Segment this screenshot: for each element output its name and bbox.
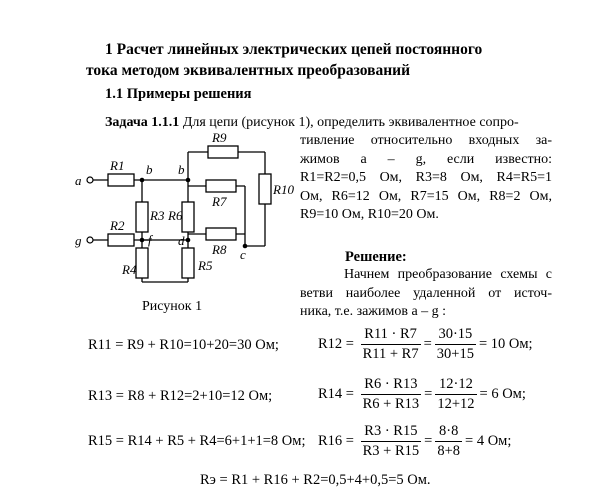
node-d — [185, 237, 191, 243]
task-text-first: Для цепи (рисунок 1), определить эквивал… — [182, 115, 519, 130]
formula-r12-numeric-fraction: 30·15 30+15 — [434, 326, 476, 363]
formula-r12-symbolic-fraction: R11 · R7 R11 + R7 — [360, 326, 421, 363]
label-R8: R8 — [211, 242, 227, 257]
formula-r14-symbolic-fraction: R6 · R13 R6 + R13 — [360, 376, 422, 413]
formula-r14-result: = 6 Ом; — [479, 385, 526, 402]
label-d: d — [178, 233, 185, 248]
label-R5: R5 — [197, 258, 213, 273]
label-g: g — [75, 233, 82, 248]
label-b-right: b — [178, 162, 185, 177]
formula-r14-lhs: R14 = — [318, 385, 354, 402]
label-b-left: b — [146, 162, 153, 177]
formula-r16-sym-num: R3 · R15 — [360, 423, 422, 442]
task-cond-line-2: Ом, R6=12 Ом, R7=15 Ом, R8=2 Ом, — [300, 188, 552, 204]
formula-r13: R13 = R8 + R12=2+10=12 Ом; — [88, 388, 273, 404]
formula-r12-den: 30+15 — [436, 346, 474, 362]
task-first-line: Задача 1.1.1 Для цепи (рисунок 1), опред… — [105, 114, 519, 133]
label-R9: R9 — [211, 132, 227, 145]
formula-r16-result: = 4 Ом; — [465, 432, 512, 449]
task-text-line-2: тивление относительно входных за- — [300, 133, 552, 148]
label-R3: R3 — [149, 208, 165, 223]
solution-line-3: ника, т.е. зажимов a – g : — [300, 304, 447, 319]
formula-r14: R14 = R6 · R13 R6 + R13 = 12·12 12+12 = … — [318, 376, 526, 413]
solution-heading: Решение: — [345, 249, 407, 265]
task-cond-line-1: R1=R2=0,5 Ом, R3=8 Ом, R4=R5=1 — [300, 170, 552, 185]
task-text-line-3: жимов a – g, если известно: — [300, 151, 552, 167]
formula-r16-lhs: R16 = — [318, 432, 354, 449]
solution-line-1: Начнем преобразование схемы с — [344, 267, 552, 282]
formula-r15: R15 = R14 + R5 + R4=6+1+1=8 Ом; — [88, 433, 306, 449]
formula-r14-den: 12+12 — [437, 396, 475, 412]
label-c: c — [240, 247, 246, 262]
formula-r12: R12 = R11 · R7 R11 + R7 = 30·15 30+15 = … — [318, 326, 533, 363]
solution-line-2: ветви наиболее удаленной от источ- — [300, 285, 552, 301]
formula-r12-lhs: R12 = — [318, 335, 354, 352]
label-R7: R7 — [211, 194, 227, 209]
section-heading: 1.1 Примеры решения — [105, 86, 252, 102]
formula-req: Rэ = R1 + R16 + R2=0,5+4+0,5=5 Ом. — [200, 472, 431, 488]
terminal-g — [86, 236, 94, 244]
formula-r11: R11 = R9 + R10=10+20=30 Ом; — [88, 337, 279, 353]
formula-r16-num: 8·8 — [435, 423, 463, 442]
node-b-right — [185, 177, 191, 183]
formula-r14-sym-den: R6 + R13 — [362, 396, 420, 412]
title-line-1: 1 Расчет линейных электрических цепей по… — [105, 41, 483, 58]
label-a: a — [75, 173, 82, 188]
terminal-a — [86, 176, 94, 184]
formula-r14-numeric-fraction: 12·12 12+12 — [435, 376, 477, 413]
node-b-left — [139, 177, 145, 183]
task-text-block: тивление относительно входных за- жимов … — [300, 132, 552, 225]
label-R1: R1 — [109, 158, 124, 173]
formula-r12-result: = 10 Ом; — [478, 335, 533, 352]
label-R10: R10 — [272, 182, 294, 197]
label-R4: R4 — [121, 262, 137, 277]
task-label: Задача 1.1.1 — [105, 115, 180, 130]
task-cond-line-3: R9=10 Ом, R10=20 Ом. — [300, 207, 439, 222]
figure-caption: Рисунок 1 — [142, 299, 203, 314]
label-R6: R6 — [167, 208, 183, 223]
formula-r16: R16 = R3 · R15 R3 + R15 = 8·8 8+8 = 4 Ом… — [318, 423, 512, 460]
node-f — [139, 237, 145, 243]
formula-r16-numeric-fraction: 8·8 8+8 — [435, 423, 463, 460]
circuit-diagram: a g b b f d c R1 R2 R3 R4 R5 R6 R7 R8 R9… — [75, 132, 294, 283]
label-f: f — [148, 232, 154, 247]
formula-r16-den: 8+8 — [437, 443, 461, 459]
solution-text: Начнем преобразование схемы с ветви наиб… — [300, 266, 552, 322]
formula-r16-symbolic-fraction: R3 · R15 R3 + R15 — [360, 423, 422, 460]
formula-r12-sym-den: R11 + R7 — [362, 346, 419, 362]
formula-r16-sym-den: R3 + R15 — [362, 443, 420, 459]
label-R2: R2 — [109, 218, 125, 233]
title-line-2: тока методом эквивалентных преобразовани… — [86, 62, 411, 79]
formula-r12-sym-num: R11 · R7 — [360, 326, 421, 345]
formula-r14-num: 12·12 — [435, 376, 477, 395]
node-c — [242, 243, 248, 249]
formula-r12-num: 30·15 — [434, 326, 476, 345]
formula-r14-sym-num: R6 · R13 — [360, 376, 422, 395]
